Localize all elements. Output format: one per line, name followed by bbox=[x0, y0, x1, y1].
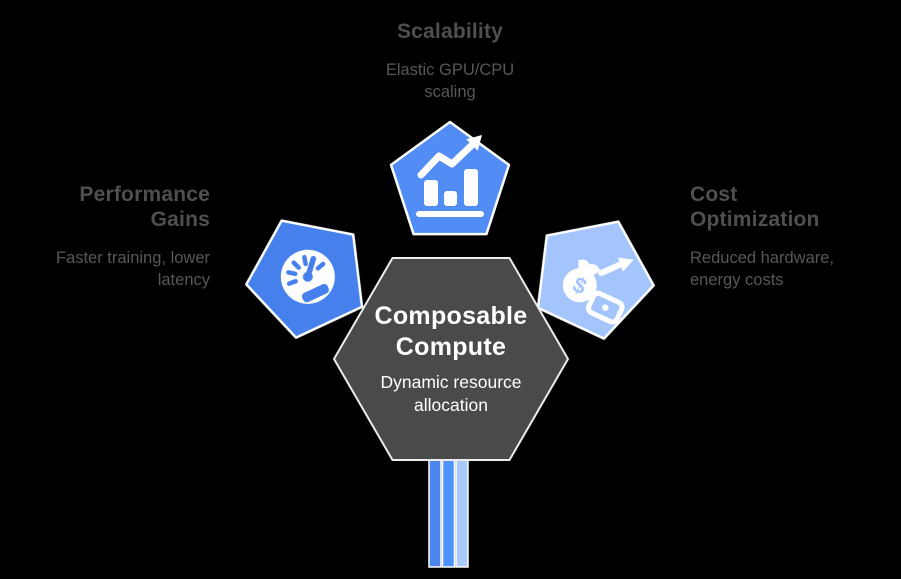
stem-bar bbox=[441, 458, 456, 568]
growth-chart-icon bbox=[416, 135, 484, 217]
cost-pentagon: $ bbox=[536, 220, 655, 340]
performance-pentagon bbox=[245, 219, 364, 339]
stem-bar bbox=[455, 458, 469, 568]
pentagon-shape bbox=[389, 120, 511, 236]
performance-title: Performance Gains bbox=[79, 183, 210, 231]
scalability-description: Elastic GPU/CPU scaling bbox=[385, 61, 515, 101]
performance-description: Faster training, lower latency bbox=[55, 249, 210, 289]
cost-description: Reduced hardware, energy costs bbox=[690, 249, 835, 289]
scalability-pentagon bbox=[389, 120, 511, 236]
scalability-title: Scalability bbox=[396, 20, 504, 43]
center-subtitle: Dynamic resource allocation bbox=[380, 372, 522, 415]
center-title: Composable Compute bbox=[374, 302, 528, 362]
money-savings-icon: $ bbox=[562, 257, 634, 325]
cost-title: Cost Optimization bbox=[690, 183, 820, 231]
stem-bars bbox=[428, 458, 469, 568]
hexagon-shape bbox=[333, 257, 569, 461]
center-hexagon bbox=[333, 257, 569, 461]
stem-bar bbox=[428, 458, 442, 568]
speedometer-icon bbox=[280, 249, 335, 304]
